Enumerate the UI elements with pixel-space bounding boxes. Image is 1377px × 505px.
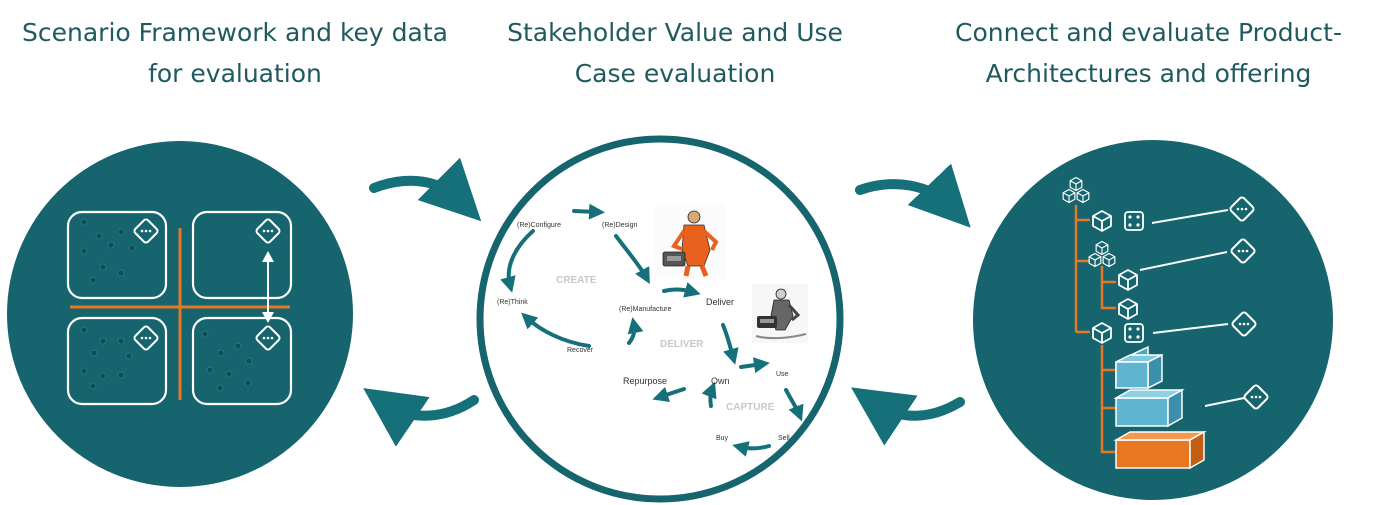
cycle-arrows (500, 203, 804, 457)
step-remanufacture[interactable]: (Re)Manufacture (619, 306, 672, 313)
product-architecture-circle (973, 140, 1333, 500)
step-redesign[interactable]: (Re)Design (602, 222, 638, 229)
step-repurpose[interactable]: Repurpose (623, 376, 667, 386)
scenario-quadrant-top-left[interactable] (66, 210, 168, 300)
step-own[interactable]: Own (711, 376, 730, 386)
step-use[interactable]: Use (776, 371, 789, 378)
heading-line: Stakeholder Value and Use (507, 18, 843, 47)
scenario-data-points (80, 218, 253, 392)
architecture-block-medium[interactable] (1113, 388, 1185, 428)
architecture-block-large[interactable] (1113, 430, 1207, 470)
heading-line: Connect and evaluate Product- (955, 18, 1342, 47)
heading-scenario-framework: Scenario Framework and key data for eval… (0, 12, 470, 94)
heading-line: for evaluation (148, 59, 322, 88)
architecture-block-small[interactable] (1115, 345, 1163, 390)
heading-product-architectures: Connect and evaluate Product- Architectu… (920, 12, 1377, 94)
flow-arrow-middle-to-right (855, 163, 971, 228)
heading-line: Architectures and offering (985, 59, 1312, 88)
worker-figure-icon (752, 284, 808, 343)
architecture-connectors (1139, 209, 1245, 407)
phase-label-deliver: DELIVER (660, 339, 704, 350)
scenario-quadrant-top-right[interactable] (191, 210, 293, 300)
scenario-framework-circle (7, 141, 353, 487)
step-sell[interactable]: Sell (778, 435, 790, 442)
scenario-quadrant-bottom-right[interactable] (191, 316, 293, 406)
flow-arrow-left-to-middle (369, 157, 482, 222)
heading-line: Case evaluation (574, 59, 776, 88)
phase-label-capture: CAPTURE (726, 402, 775, 413)
step-buy[interactable]: Buy (716, 435, 729, 442)
step-rethink[interactable]: (Re)Think (497, 299, 528, 306)
step-deliver[interactable]: Deliver (706, 297, 734, 307)
scenario-quadrant-bottom-left[interactable] (66, 316, 168, 406)
architecture-tree-lines (1074, 205, 1116, 454)
heading-line: Scenario Framework and key data (22, 18, 448, 47)
flow-arrow-middle-to-left (363, 388, 479, 447)
step-reconfigure[interactable]: (Re)Configure (517, 222, 561, 229)
heading-stakeholder-value: Stakeholder Value and Use Case evaluatio… (470, 12, 880, 94)
worker-figure-icon (655, 204, 726, 279)
step-recover[interactable]: Recover (567, 347, 594, 354)
value-cycle-circle: CREATE DELIVER CAPTURE (Re)Configure (Re… (476, 135, 844, 503)
flow-arrow-right-to-middle (851, 387, 965, 446)
phase-label-create: CREATE (556, 275, 597, 286)
